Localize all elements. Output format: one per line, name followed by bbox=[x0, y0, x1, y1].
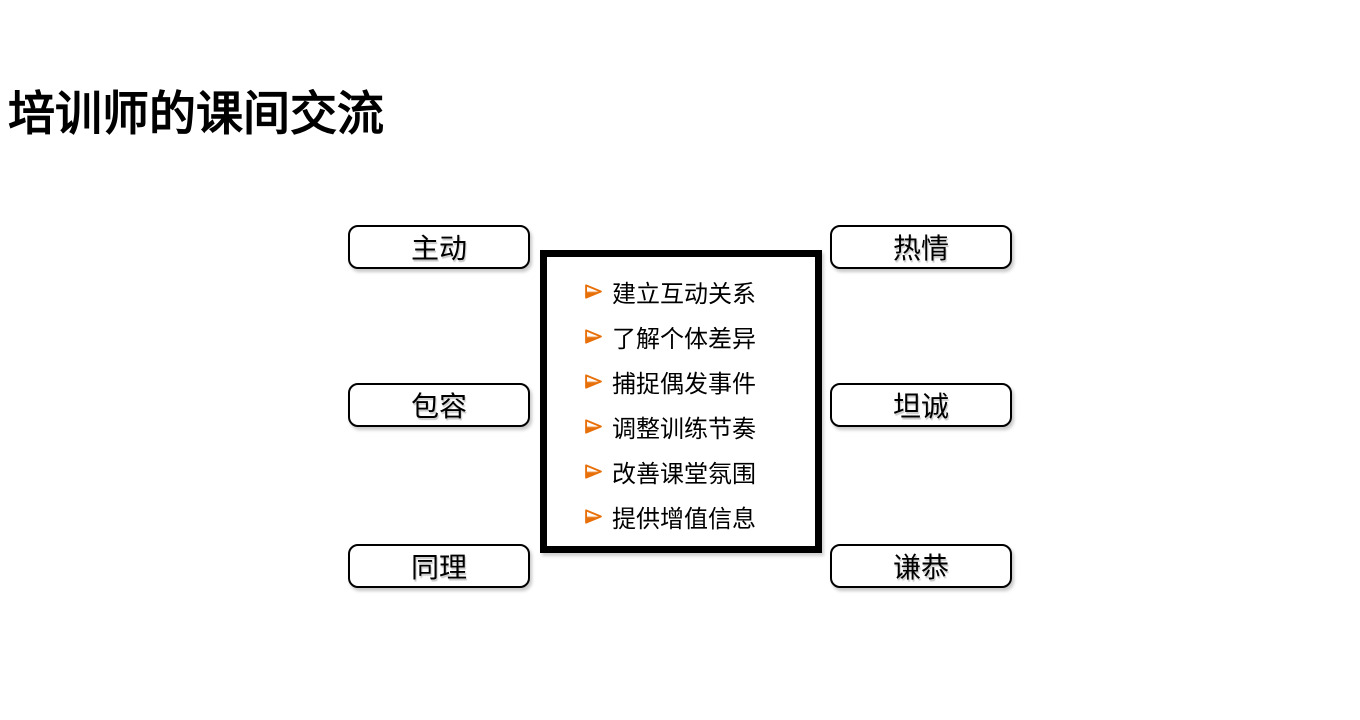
trait-box-proactive: 主动 bbox=[348, 225, 530, 269]
trait-label: 坦诚 bbox=[892, 391, 949, 422]
trait-box-enthusiasm: 热情 bbox=[830, 225, 1012, 269]
list-item: 捕捉偶发事件 bbox=[584, 359, 815, 404]
trait-box-empathy: 同理 bbox=[348, 544, 530, 588]
arrowhead-right-icon bbox=[584, 417, 603, 436]
center-box: 建立互动关系 了解个体差异 捕捉偶发事件 调整训练节奏 改善课堂氛围 提供增值信… bbox=[540, 250, 822, 553]
list-item-label: 提供增值信息 bbox=[612, 506, 756, 533]
trait-box-humility: 谦恭 bbox=[830, 544, 1012, 588]
arrowhead-right-icon bbox=[584, 372, 603, 391]
arrowhead-right-icon bbox=[584, 282, 603, 301]
arrowhead-right-icon bbox=[584, 507, 603, 526]
list-item-label: 调整训练节奏 bbox=[612, 416, 756, 443]
list-item: 了解个体差异 bbox=[584, 314, 815, 359]
list-item-label: 改善课堂氛围 bbox=[612, 461, 756, 488]
list-item-label: 了解个体差异 bbox=[612, 326, 756, 353]
list-item: 调整训练节奏 bbox=[584, 404, 815, 449]
trait-label: 同理 bbox=[410, 552, 467, 583]
list-item: 改善课堂氛围 bbox=[584, 449, 815, 494]
arrowhead-right-icon bbox=[584, 462, 603, 481]
arrowhead-right-icon bbox=[584, 327, 603, 346]
trait-label: 热情 bbox=[892, 233, 949, 264]
list-item: 建立互动关系 bbox=[584, 269, 815, 314]
trait-label: 包容 bbox=[410, 391, 467, 422]
list-item-label: 捕捉偶发事件 bbox=[612, 371, 756, 398]
trait-label: 谦恭 bbox=[892, 552, 949, 583]
trait-label: 主动 bbox=[410, 233, 467, 264]
trait-box-tolerance: 包容 bbox=[348, 383, 530, 427]
list-item: 提供增值信息 bbox=[584, 494, 815, 539]
trait-box-candor: 坦诚 bbox=[830, 383, 1012, 427]
list-item-label: 建立互动关系 bbox=[612, 281, 756, 308]
bullet-list: 建立互动关系 了解个体差异 捕捉偶发事件 调整训练节奏 改善课堂氛围 提供增值信… bbox=[547, 257, 815, 539]
page-title: 培训师的课间交流 bbox=[8, 87, 384, 140]
